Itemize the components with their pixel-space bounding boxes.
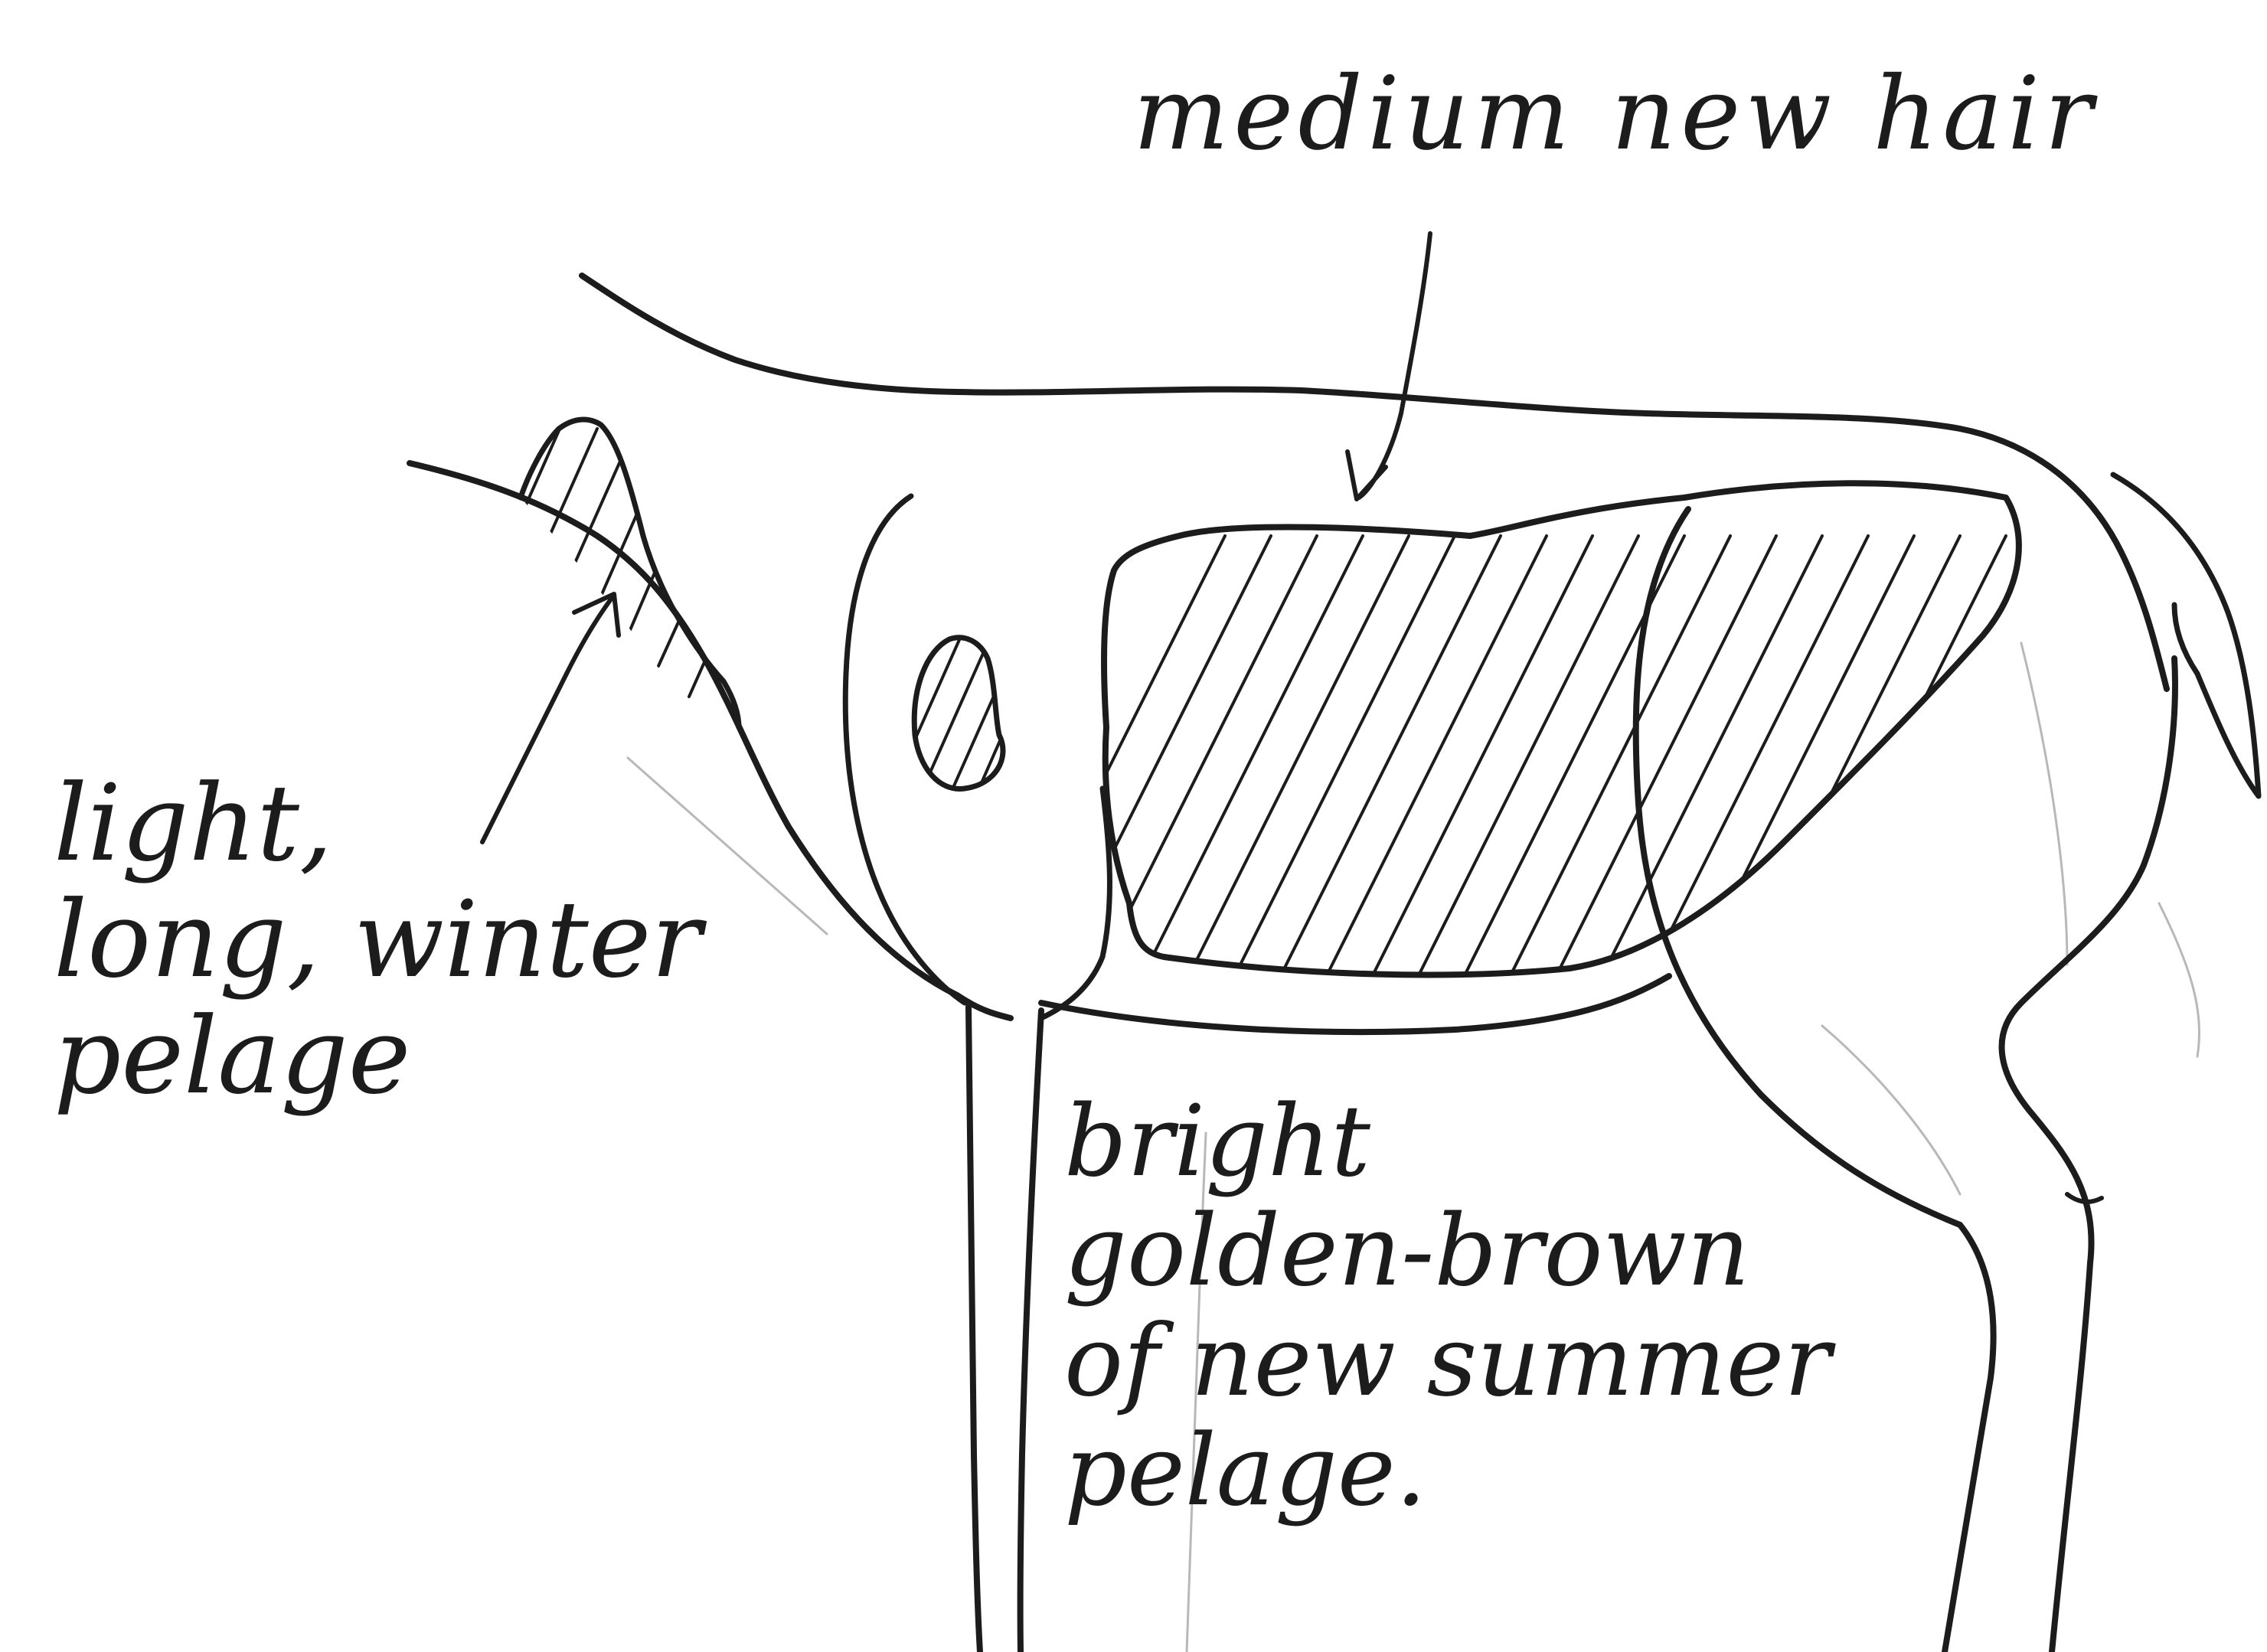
medium-hair-patch-hatching — [995, 536, 2190, 995]
tail-outline — [2113, 475, 2259, 796]
summer-pelage-label: bright golden-brown of new summer pelage… — [1064, 1087, 1831, 1526]
medium-hair-patch-outline — [1104, 483, 2019, 975]
hind-leg-back — [2002, 658, 2175, 1652]
winter-pelage-label: light, long, winter pelage — [54, 766, 701, 1114]
front-leg-left — [969, 1007, 980, 1652]
foreleg-inner-line — [1041, 788, 1109, 1018]
shoulder-patch-hatching — [903, 628, 1026, 804]
medium-new-hair-label: medium new hair — [1133, 61, 2097, 168]
arrow-to-body-patch — [1347, 233, 1430, 499]
winter-pelage-patch-outline — [521, 420, 739, 727]
front-leg-right — [1021, 1010, 1041, 1652]
belly-outline — [1041, 976, 1669, 1032]
